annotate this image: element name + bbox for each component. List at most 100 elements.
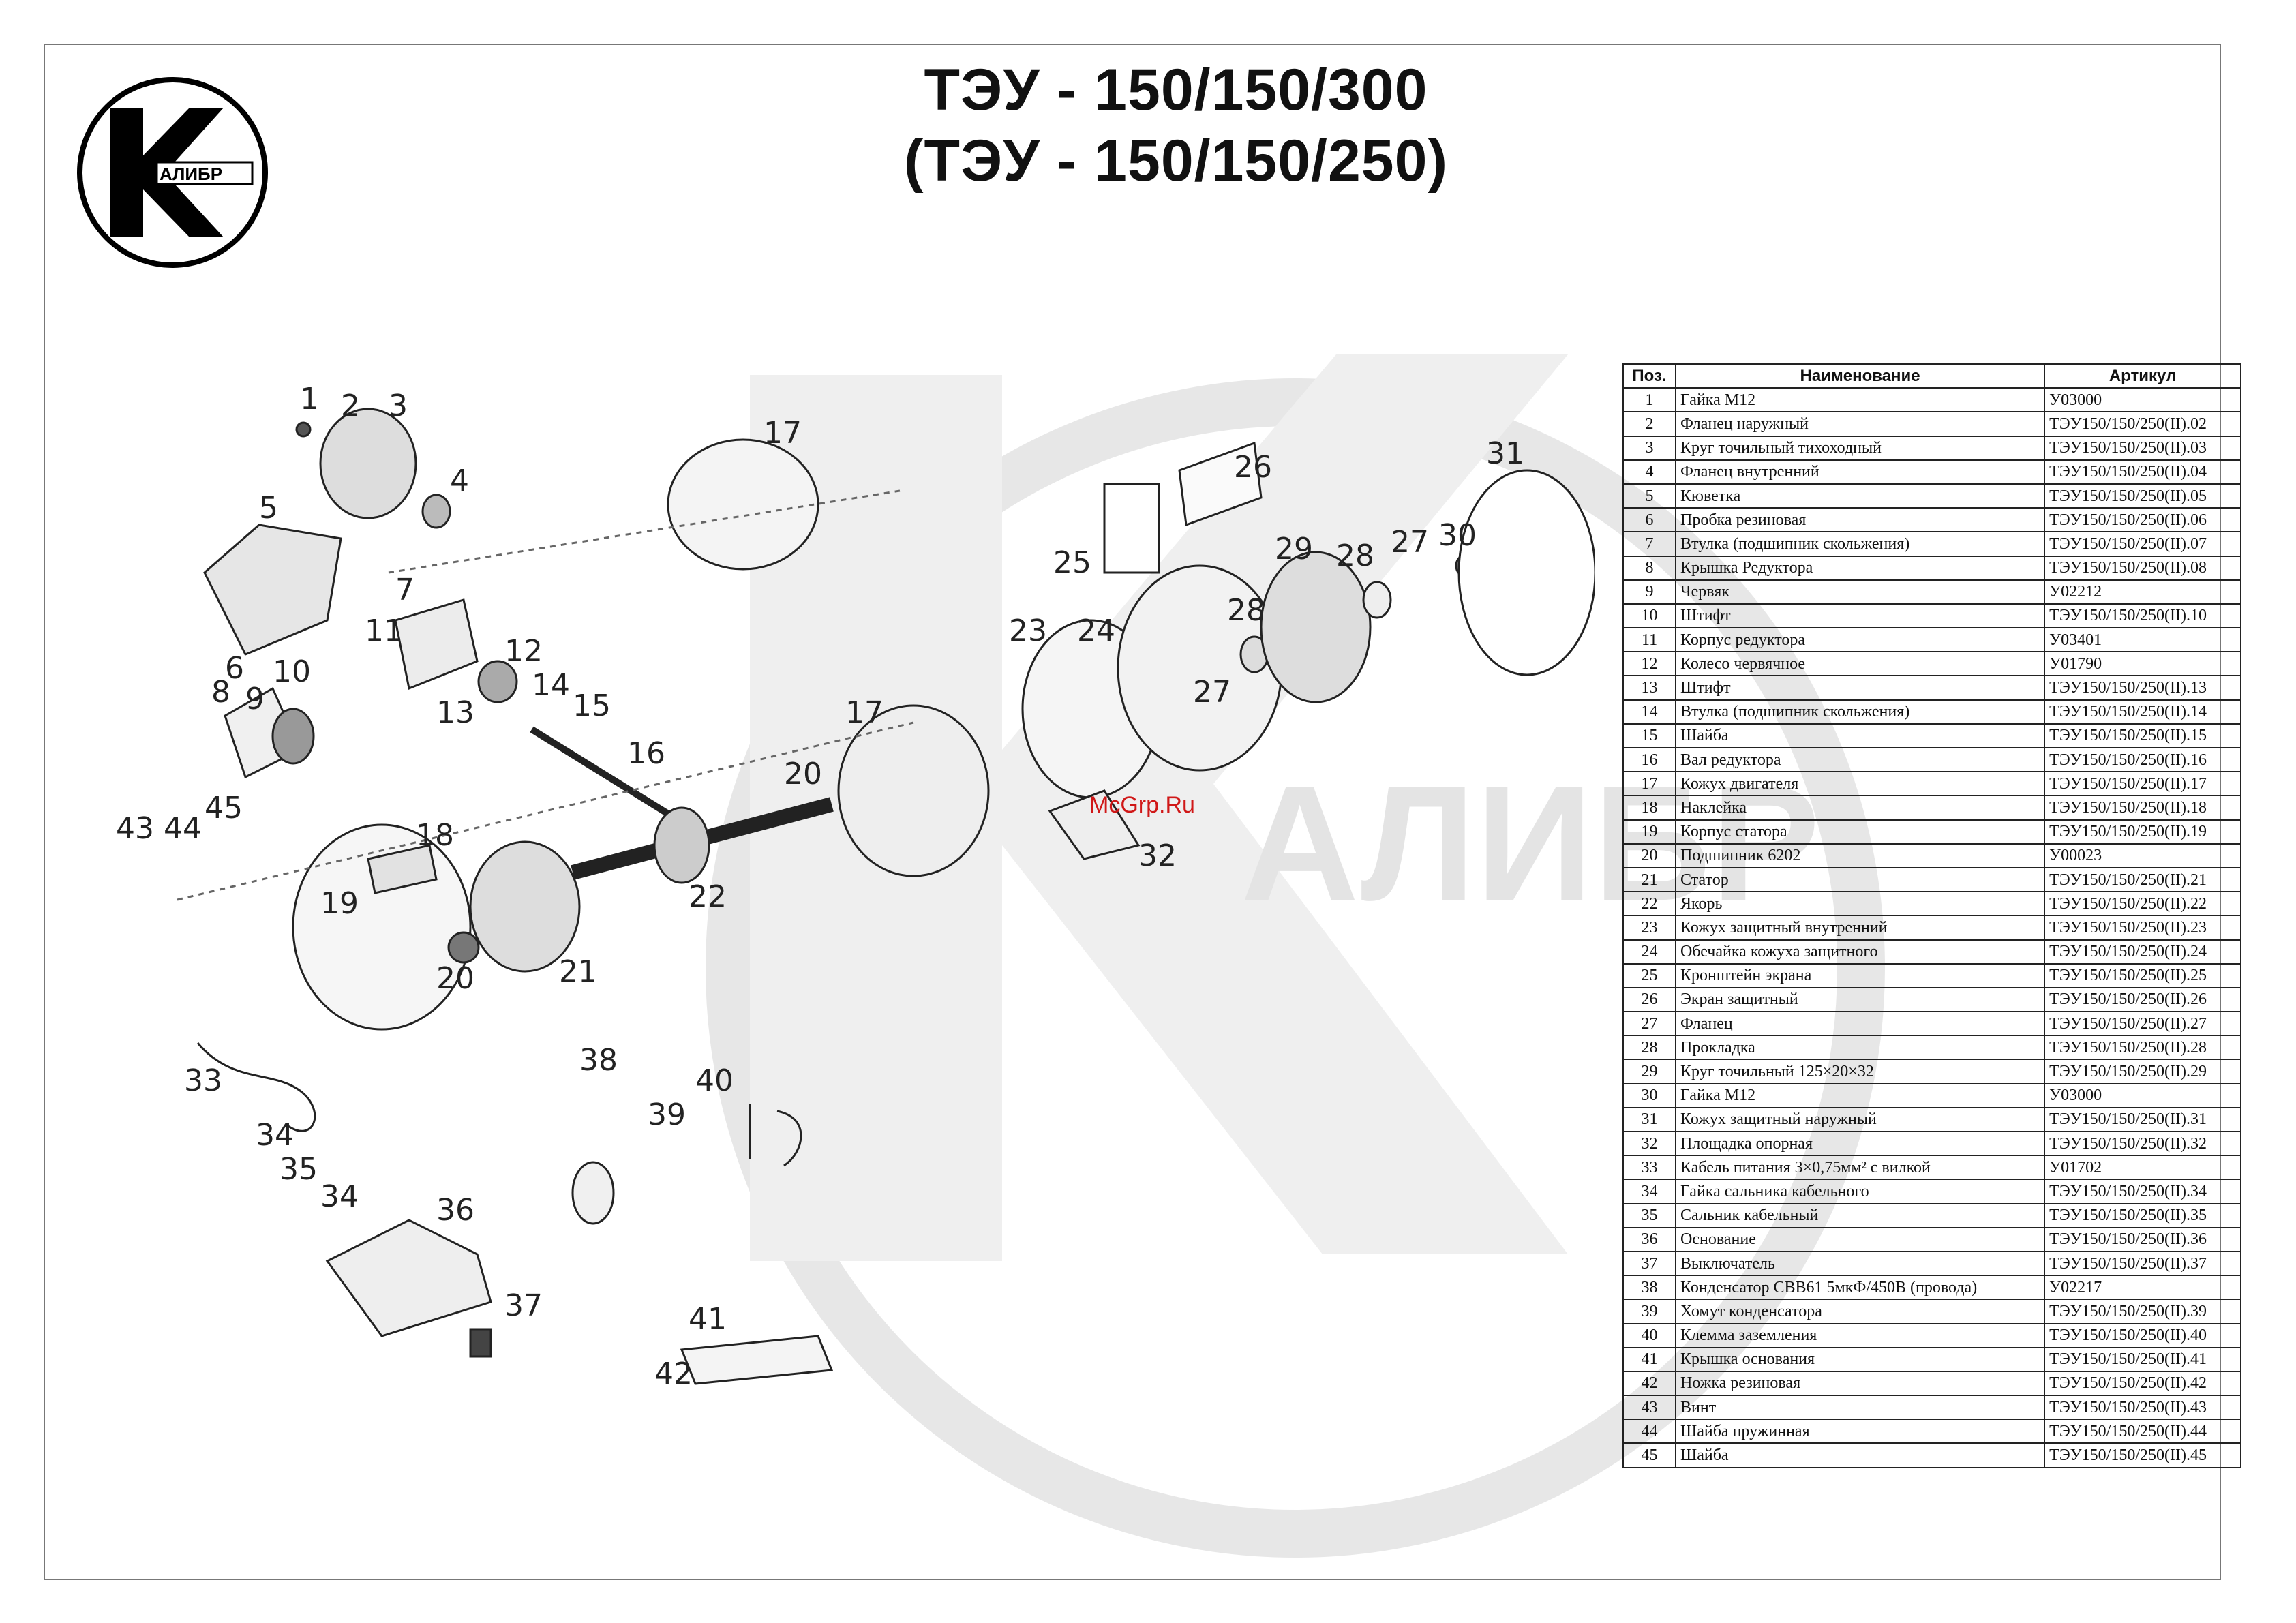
cell-pos: 35 — [1622, 1202, 1677, 1228]
parts-table-header: Поз. Наименование Артикул — [1622, 363, 2241, 389]
callout-12: 12 — [504, 634, 543, 669]
part-9-worm — [271, 708, 315, 765]
title-line-2: (ТЭУ - 150/150/250) — [903, 128, 1449, 194]
cell-name: Клемма заземления — [1675, 1322, 2046, 1348]
callout-18: 18 — [416, 818, 454, 853]
cell-pos: 31 — [1622, 1106, 1677, 1133]
callout-38: 38 — [579, 1043, 618, 1078]
callout-1: 1 — [300, 382, 319, 416]
cell-article: ТЭУ150/150/250(II).03 — [2044, 435, 2241, 461]
callout-45: 45 — [205, 791, 243, 825]
cell-pos: 29 — [1622, 1059, 1677, 1084]
cell-name: Ножка резиновая — [1675, 1370, 2046, 1397]
callout-33: 33 — [184, 1063, 222, 1098]
callout-25: 25 — [1053, 545, 1091, 580]
cell-name: Гайка сальника кабельного — [1675, 1179, 2046, 1204]
cell-pos: 44 — [1622, 1419, 1677, 1444]
cell-article: ТЭУ150/150/250(II).18 — [2044, 795, 2241, 821]
cell-article: ТЭУ150/150/250(II).36 — [2044, 1226, 2241, 1252]
header-pos: Поз. — [1622, 363, 1677, 389]
cell-article: ТЭУ150/150/250(II).19 — [2044, 819, 2241, 845]
cell-pos: 22 — [1622, 891, 1677, 917]
cell-pos: 28 — [1622, 1035, 1677, 1061]
part-17-motor-cover-top — [667, 438, 819, 571]
callout-5: 5 — [259, 491, 278, 526]
cell-name: Кюветка — [1675, 483, 2046, 509]
cell-article: ТЭУ150/150/250(II).10 — [2044, 603, 2241, 629]
part-37-switch — [469, 1328, 492, 1358]
cell-name: Пробка резиновая — [1675, 507, 2046, 533]
cell-article: ТЭУ150/150/250(II).07 — [2044, 531, 2241, 557]
cell-pos: 38 — [1622, 1275, 1677, 1301]
cell-pos: 11 — [1622, 627, 1677, 653]
cell-name: Втулка (подшипник скольжения) — [1675, 699, 2046, 725]
cell-article: У00023 — [2044, 843, 2241, 868]
cell-article: У03000 — [2044, 387, 2241, 413]
cell-name: Фланец — [1675, 1011, 2046, 1037]
cell-name: Основание — [1675, 1226, 2046, 1252]
cell-pos: 33 — [1622, 1155, 1677, 1181]
callout-11: 11 — [365, 613, 403, 648]
cell-name: Наклейка — [1675, 795, 2046, 821]
part-12-worm-wheel — [477, 660, 518, 703]
cell-pos: 15 — [1622, 723, 1677, 749]
cell-pos: 20 — [1622, 843, 1677, 868]
cell-name: Хомут конденсатора — [1675, 1299, 2046, 1324]
cell-article: У03000 — [2044, 1082, 2241, 1108]
callout-3: 3 — [389, 389, 408, 423]
cell-pos: 8 — [1622, 555, 1677, 581]
cell-article: У02217 — [2044, 1275, 2241, 1301]
callout-13: 13 — [436, 695, 474, 730]
kalibr-logo-icon: АЛИБР — [77, 77, 268, 268]
exploded-diagram: 1 2 3 4 5 6 7 8 9 10 11 12 13 14 15 16 1… — [116, 382, 1595, 1391]
cell-article: У03401 — [2044, 627, 2241, 653]
cell-pos: 1 — [1622, 387, 1677, 413]
callout-10: 10 — [273, 654, 311, 689]
cell-pos: 32 — [1622, 1130, 1677, 1157]
cell-name: Якорь — [1675, 891, 2046, 917]
callout-29: 29 — [1275, 532, 1313, 566]
cell-pos: 2 — [1622, 411, 1677, 437]
callout-36: 36 — [436, 1193, 474, 1228]
part-36-base — [325, 1219, 492, 1337]
cell-article: ТЭУ150/150/250(II).06 — [2044, 507, 2241, 533]
logo-text: АЛИБР — [160, 164, 222, 184]
callout-37: 37 — [504, 1288, 543, 1323]
cell-name: Винт — [1675, 1395, 2046, 1421]
header-name: Наименование — [1675, 363, 2046, 389]
cell-article: ТЭУ150/150/250(II).08 — [2044, 555, 2241, 581]
cell-name: Корпус статора — [1675, 819, 2046, 845]
cell-article: У01702 — [2044, 1155, 2241, 1181]
cell-name: Крышка Редуктора — [1675, 555, 2046, 581]
callout-labels: 1 2 3 4 5 6 7 8 9 10 11 12 13 14 15 16 1… — [116, 382, 1524, 1391]
part-38-capacitor — [571, 1161, 615, 1225]
callout-4: 4 — [450, 464, 469, 498]
cell-name: Статор — [1675, 866, 2046, 893]
callout-39: 39 — [648, 1097, 686, 1132]
cell-pos: 40 — [1622, 1322, 1677, 1348]
cell-name: Гайка М12 — [1675, 1082, 2046, 1108]
callout-16: 16 — [627, 736, 665, 771]
cell-pos: 18 — [1622, 795, 1677, 821]
callout-41: 41 — [689, 1302, 727, 1337]
